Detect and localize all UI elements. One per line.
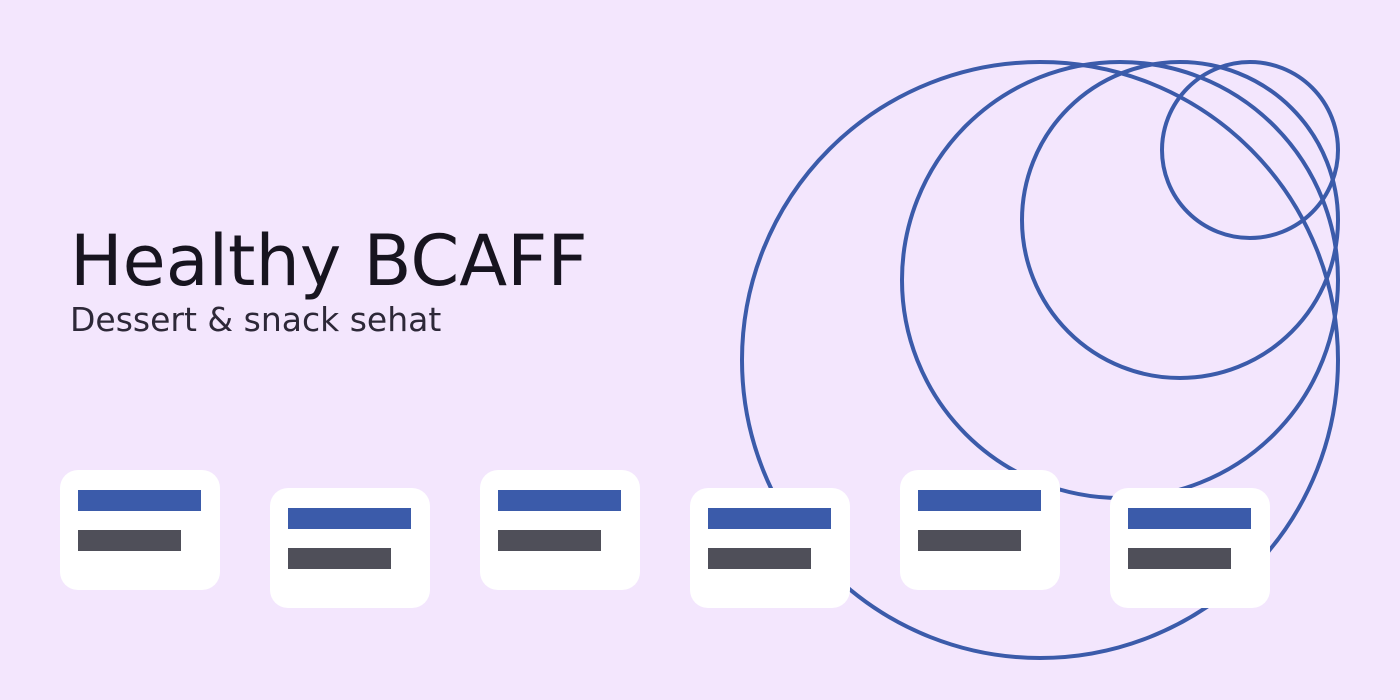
placeholder-card-6[interactable] bbox=[1110, 488, 1270, 608]
card-heading-placeholder bbox=[78, 490, 201, 511]
ring-medium bbox=[900, 60, 1340, 500]
card-heading-placeholder bbox=[288, 508, 411, 529]
card-text-placeholder bbox=[288, 548, 391, 569]
card-heading-placeholder bbox=[498, 490, 621, 511]
ring-large bbox=[740, 60, 1340, 660]
hero-title: Healthy BCAFF bbox=[70, 220, 588, 302]
hero: Healthy BCAFF Dessert & snack sehat bbox=[70, 222, 588, 340]
card-text-placeholder bbox=[498, 530, 601, 551]
hero-subtitle: Dessert & snack sehat bbox=[70, 300, 442, 339]
card-text-placeholder bbox=[1128, 548, 1231, 569]
card-heading-placeholder bbox=[708, 508, 831, 529]
card-heading-placeholder bbox=[918, 490, 1041, 511]
ring-tiny bbox=[1160, 60, 1340, 240]
placeholder-card-1[interactable] bbox=[60, 470, 220, 590]
card-text-placeholder bbox=[78, 530, 181, 551]
card-text-placeholder bbox=[918, 530, 1021, 551]
ring-small bbox=[1020, 60, 1340, 380]
card-text-placeholder bbox=[708, 548, 811, 569]
card-heading-placeholder bbox=[1128, 508, 1251, 529]
placeholder-card-2[interactable] bbox=[270, 488, 430, 608]
placeholder-card-5[interactable] bbox=[900, 470, 1060, 590]
placeholder-card-3[interactable] bbox=[480, 470, 640, 590]
placeholder-card-4[interactable] bbox=[690, 488, 850, 608]
